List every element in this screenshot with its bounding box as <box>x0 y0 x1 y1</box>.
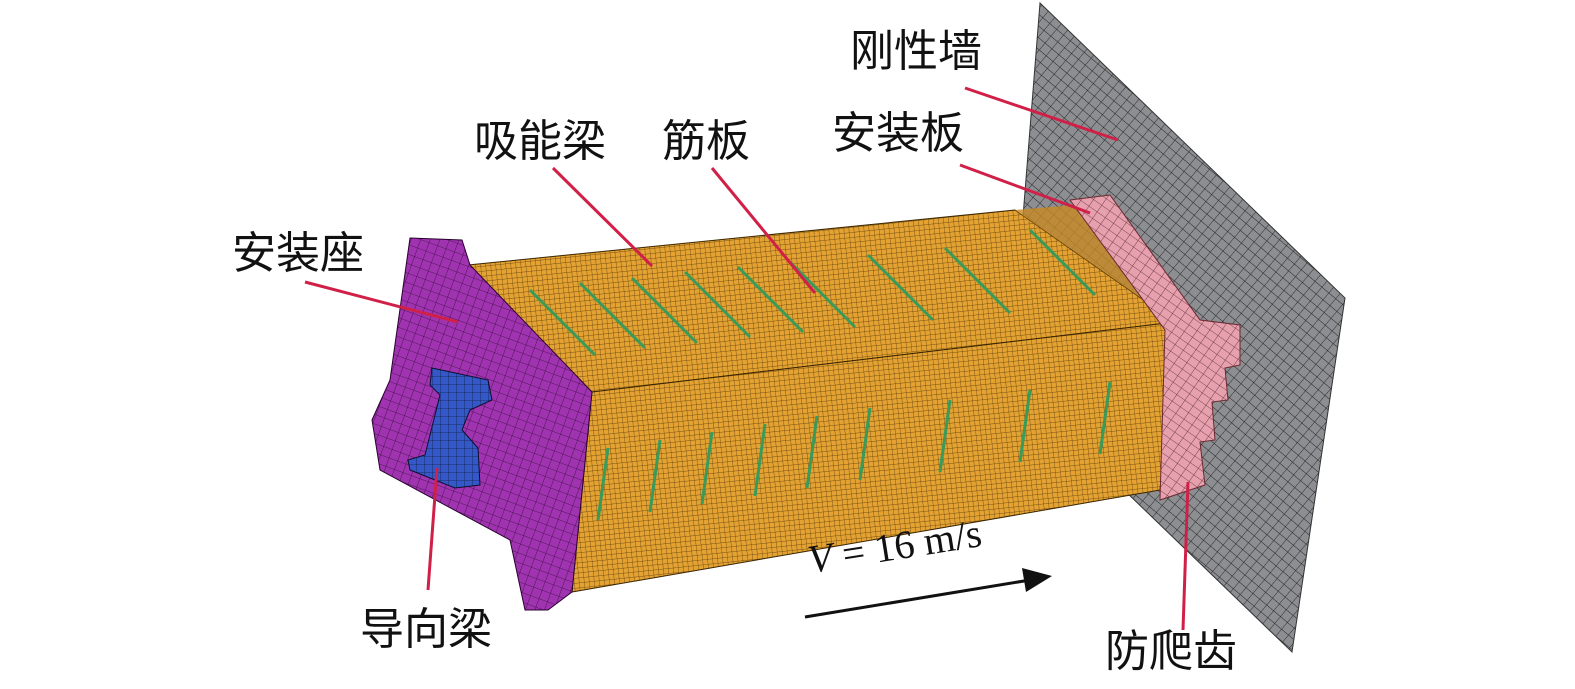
mounting-seat <box>371 237 593 611</box>
velocity-arrow <box>804 568 1052 619</box>
label-rib-plate: 筋板 <box>662 116 750 167</box>
rib-line <box>1098 381 1112 455</box>
rib-line <box>788 260 857 329</box>
rib-line <box>528 288 597 357</box>
label-rigid-wall: 刚性墙 <box>850 26 982 77</box>
rib-line <box>630 276 699 345</box>
rib-line <box>866 253 935 322</box>
rib-line <box>578 281 647 350</box>
rib-line <box>700 431 714 505</box>
rib-plates <box>528 228 1112 521</box>
leader-lines <box>304 86 1190 631</box>
label-mounting-plate: 安装板 <box>832 108 964 159</box>
rib-line <box>596 447 610 521</box>
label-guide-beam: 导向梁 <box>360 604 492 655</box>
anti-climber-plate <box>1069 194 1241 501</box>
rib-line <box>858 407 872 481</box>
rib-line <box>938 399 952 473</box>
label-energy-absorbing-beam: 吸能梁 <box>474 116 606 167</box>
label-anti-climber: 防爬齿 <box>1105 626 1237 677</box>
rib-line <box>1018 389 1032 463</box>
rib-line <box>805 415 819 489</box>
rib-line <box>1028 228 1097 297</box>
label-mounting-seat: 安装座 <box>232 228 364 279</box>
rib-line <box>683 270 752 339</box>
rib-line <box>753 423 767 497</box>
guide-beam <box>407 367 493 489</box>
rib-line <box>736 265 805 334</box>
rib-line <box>943 246 1012 315</box>
rib-line <box>648 439 662 513</box>
